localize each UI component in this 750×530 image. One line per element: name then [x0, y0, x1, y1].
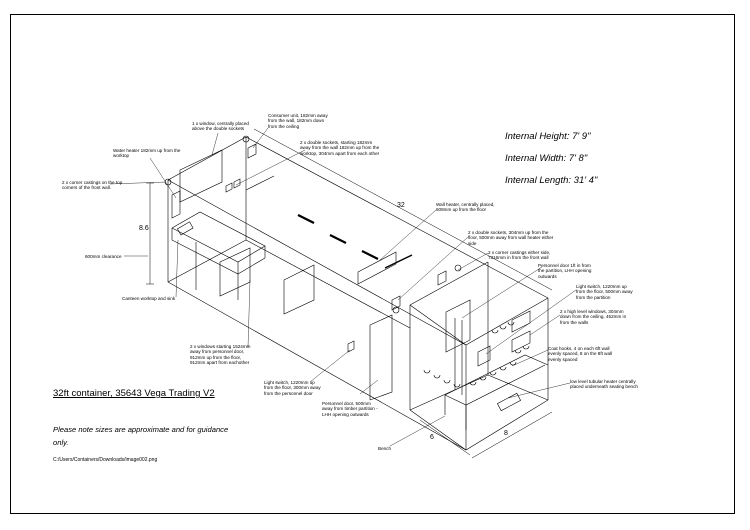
drawing-title: 32ft container, 35643 Vega Trading V2 — [53, 388, 215, 399]
light-switch-door — [347, 340, 355, 353]
consumer-unit — [247, 143, 257, 159]
double-socket-mid — [391, 295, 401, 311]
window-front — [179, 149, 223, 203]
label-light-switch-partition: Light switch, 1220mm up from the floor, … — [576, 284, 633, 300]
dim-width: 8 — [504, 430, 508, 437]
corner-casting-4 — [454, 264, 462, 272]
side-window-2 — [283, 264, 315, 315]
label-double-sockets-mid: 2 x double sockets, 304mm up from the fl… — [468, 230, 554, 246]
high-window-2 — [511, 330, 531, 353]
spec-height: Internal Height: 7' 9" — [505, 131, 591, 142]
dimension-lines — [146, 128, 553, 459]
cable-line — [245, 175, 275, 191]
container-outline — [167, 136, 549, 451]
label-windows-side: 2 x windows starting 1524mm away from pe… — [190, 344, 251, 365]
corner-casting-2 — [242, 135, 250, 143]
label-canteen: Canteen worktop and sink — [122, 296, 176, 301]
dim-length: 32 — [397, 202, 405, 209]
double-socket-1 — [225, 182, 233, 193]
label-personnel-door-partition: Personnel door 1ft in from the partition… — [538, 263, 592, 279]
water-heater — [171, 190, 181, 219]
corner-casting-3 — [392, 306, 400, 314]
double-socket-mid-2 — [437, 270, 447, 286]
label-light-switch-door: Light switch, 1220mm up from the floor, … — [264, 380, 321, 396]
strip-light-1 — [297, 214, 315, 224]
label-personnel-door: Personnel door, 500mm away from timber p… — [322, 401, 378, 417]
label-bench: Bench — [378, 446, 392, 451]
strip-light-3 — [361, 250, 379, 260]
label-window-top: 1 x window, centrally placed above the d… — [192, 121, 249, 132]
label-corner-castings-front: 2 x corner castings on the top corners o… — [62, 180, 123, 191]
label-high-windows: 2 x high level windows, 304mm down from … — [560, 309, 627, 325]
dim-height: 8.6 — [139, 225, 149, 232]
double-socket-2 — [233, 178, 241, 189]
leader-lines — [109, 127, 577, 447]
high-window-1 — [511, 310, 531, 333]
wall-heater — [357, 251, 397, 285]
label-wall-heater: Wall heater, centrally placed, 608mm up … — [436, 202, 495, 213]
file-path: C:/Users/Containers/Downloads/image002.p… — [53, 457, 158, 463]
fixtures — [164, 135, 531, 401]
wall-heater-trim — [384, 254, 413, 269]
label-double-sockets-top: 2 x double sockets, starting 182mm away … — [300, 140, 380, 156]
label-water-heater: Water heater 182mm up from the worktop — [113, 148, 181, 159]
personnel-door — [369, 314, 393, 401]
coat-hooks — [423, 321, 530, 388]
light-switch-partition — [477, 345, 491, 367]
spec-width: Internal Width: 7' 8" — [505, 153, 588, 164]
label-consumer-unit: Consumer unit, 182mm away from the wall,… — [268, 113, 328, 129]
strip-light-2 — [329, 234, 347, 244]
label-clearance: 600mm clearance — [85, 254, 122, 259]
label-tubular-heater: low level tubular heater centrally place… — [570, 379, 638, 390]
dim-depth: 6 — [430, 434, 434, 441]
label-corner-castings-side: 2 x corner castings either side, 7316mm … — [488, 250, 551, 261]
partition-door — [445, 299, 471, 353]
canteen-worktop — [171, 211, 266, 300]
sheet-border — [10, 14, 735, 514]
label-coat-hooks: Coat hooks, 4 on each 6ft wall evenly sp… — [548, 346, 613, 362]
guidance-note: Please note sizes are approximate and fo… — [53, 425, 229, 447]
spec-length: Internal Length: 31' 4" — [505, 175, 598, 186]
